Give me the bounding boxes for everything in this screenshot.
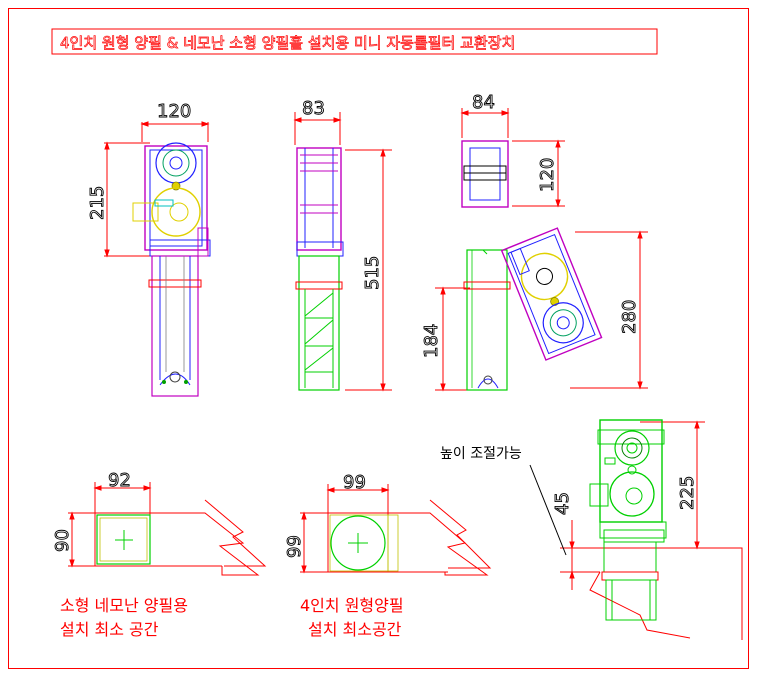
front-view: 120 215 [87, 101, 211, 397]
top-width-dim: 84 [472, 92, 495, 113]
front-height-dim: 215 [87, 186, 108, 220]
installed-adjust-dim: 45 [552, 492, 573, 515]
round-caption-line1: 4인치 원형양필 [300, 596, 404, 615]
top-view: 84 120 [460, 92, 565, 208]
height-adjust-note: 높이 조절가능 [440, 446, 522, 462]
top-height-dim: 120 [537, 158, 558, 192]
side-width-dim: 83 [302, 98, 325, 119]
installed-view: 높이 조절가능 45 225 [440, 419, 743, 640]
round-caption-line2: 설치 최소공간 [308, 620, 402, 639]
tilted-pipe-dim: 184 [421, 324, 442, 358]
square-width-dim: 92 [108, 470, 131, 491]
side-view: 83 515 [293, 98, 392, 392]
round-height-dim: 99 [284, 535, 305, 558]
tilted-unit-dim: 280 [619, 300, 640, 334]
tilted-view: 184 280 [421, 227, 648, 392]
front-width-dim: 120 [157, 101, 191, 122]
square-caption-line1: 소형 네모난 양필용 [60, 596, 188, 615]
square-height-dim: 90 [52, 529, 73, 552]
side-height-dim: 515 [362, 256, 383, 290]
installed-height-dim: 225 [677, 476, 698, 510]
drawing-title: 4인치 원형 양필 & 네모난 소형 양필홀 설치용 미니 자동롤필터 교환장치 [60, 34, 515, 52]
square-hole-view: 92 90 소형 네모난 양필용 설치 최소 공간 [52, 470, 267, 639]
title-block: 4인치 원형 양필 & 네모난 소형 양필홀 설치용 미니 자동롤필터 교환장치 [51, 28, 658, 55]
square-caption-line2: 설치 최소 공간 [60, 620, 159, 639]
round-hole-view: 99 99 4인치 원형양필 설치 최소공간 [284, 472, 492, 639]
round-width-dim: 99 [343, 472, 366, 493]
drawing-border [8, 8, 749, 669]
